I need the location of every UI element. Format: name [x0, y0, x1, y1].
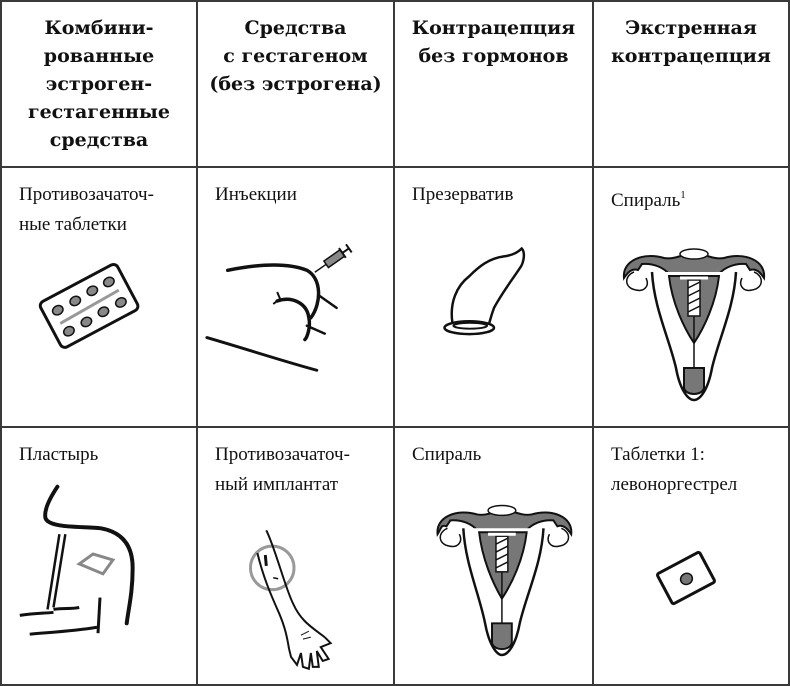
label-line: левоноргестрел: [611, 474, 738, 495]
cell-label: Спираль1: [611, 180, 686, 216]
header-text: без гормонов: [418, 45, 569, 67]
cell-label: Презерватив: [412, 180, 513, 210]
header-text: Средства: [244, 17, 347, 39]
header-combined-estrogen-gestagen: Комбини- рованные эстроген- гестагенные …: [2, 2, 198, 168]
cell-iud: Спираль: [395, 428, 594, 684]
cell-pills: Противозачаточ- ные таблетки: [2, 168, 198, 428]
cell-condom: Презерватив: [395, 168, 594, 428]
header-text: рованные: [43, 45, 155, 67]
label-line: Спираль1: [611, 180, 686, 216]
header-gestagen-only: Средства с гестагеном (без эстрогена): [198, 2, 395, 168]
cell-injections: Инъекции: [198, 168, 395, 428]
label-line: Противозачаточ-: [19, 184, 154, 205]
cell-patch: Пластырь: [2, 428, 198, 684]
label-text: Спираль: [611, 190, 681, 211]
label-line: Презерватив: [412, 184, 514, 205]
header-text: с гестагеном: [223, 45, 368, 67]
header-text: Экстренная: [625, 17, 757, 39]
header-non-hormonal: Контрацепция без гормонов: [395, 2, 594, 168]
cell-implant: Противозачаточ- ный имплантат: [198, 428, 395, 684]
header-text: гестагенные: [27, 101, 171, 123]
header-text: Контрацепция: [411, 17, 576, 39]
header-emergency: Экстренная контрацепция: [594, 2, 788, 168]
cell-label: Противозачаточ- ный имплантат: [215, 440, 350, 500]
cell-label: Инъекции: [215, 180, 297, 210]
header-text: средства: [49, 129, 149, 151]
header-text: эстроген-: [45, 73, 153, 95]
label-line: Противозачаточ-: [215, 444, 350, 465]
cell-label: Таблетки 1: левоноргестрел: [611, 440, 737, 500]
label-line: Пластырь: [19, 444, 99, 465]
cell-label: Пластырь: [19, 440, 98, 470]
header-text: (без эстрогена): [209, 73, 382, 95]
label-line: Инъекции: [215, 184, 297, 205]
cell-label: Спираль: [412, 440, 481, 470]
cell-iud-emergency: Спираль1: [594, 168, 788, 428]
cell-levonorgestrel: Таблетки 1: левоноргестрел: [594, 428, 788, 684]
label-line: Спираль: [412, 444, 482, 465]
header-text: контрацепция: [611, 45, 771, 67]
label-line: ный имплантат: [215, 474, 339, 495]
footnote-marker: 1: [680, 189, 686, 201]
cell-label: Противозачаточ- ные таблетки: [19, 180, 154, 240]
header-text: Комбини-: [44, 17, 154, 39]
label-line: ные таблетки: [19, 214, 127, 235]
label-line: Таблетки 1:: [611, 444, 705, 465]
